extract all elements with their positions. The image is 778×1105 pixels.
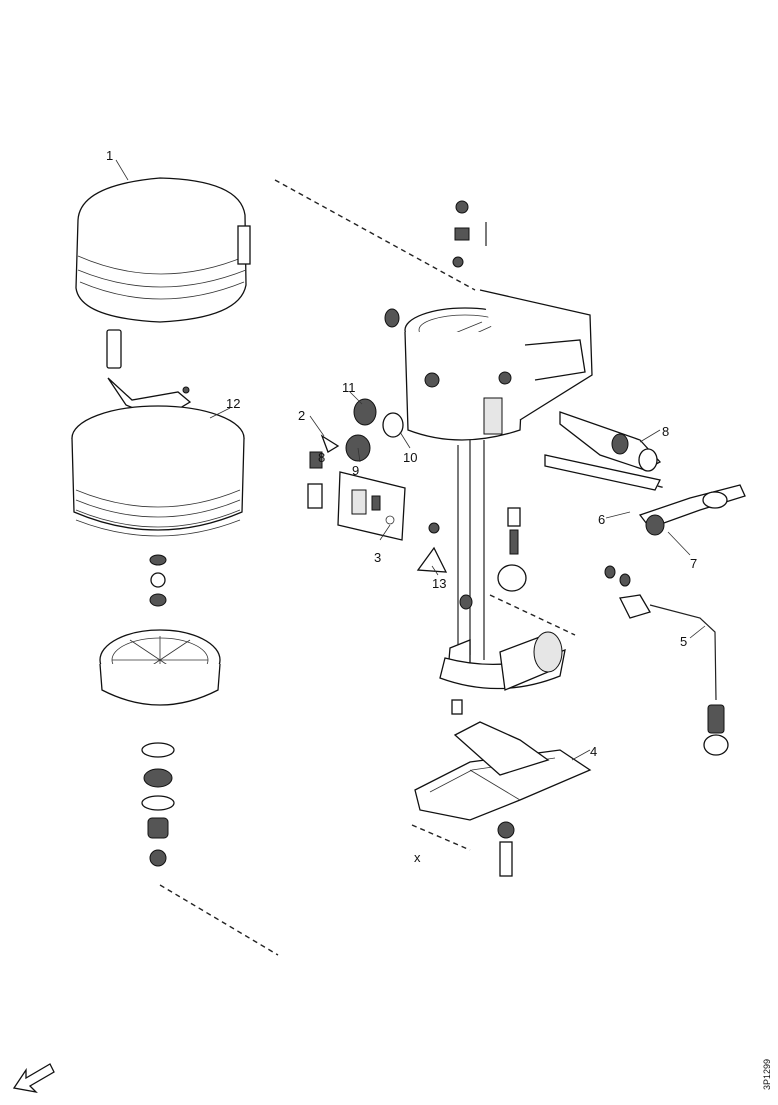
- part-washers-upper: [149, 554, 167, 607]
- part-motor: [439, 594, 566, 691]
- part-top-screws: [384, 200, 487, 328]
- part-bowl: [71, 405, 245, 537]
- part-drive-shaft: [457, 440, 527, 660]
- part-right-shaft-assembly: [544, 411, 746, 536]
- part-mounting-plate: [337, 471, 406, 541]
- callout-8: 8: [662, 424, 669, 439]
- callout-8-small: 8: [318, 450, 325, 465]
- callout-7: 7: [690, 556, 697, 571]
- leader-lines: [115, 159, 706, 761]
- drawing-code: 3P1299: [762, 1059, 772, 1090]
- callout-4: 4: [590, 744, 597, 759]
- callout-5: 5: [680, 634, 687, 649]
- part-cord-switch: [604, 565, 729, 756]
- callout-2: 2: [298, 408, 305, 423]
- part-base: [414, 699, 592, 877]
- part-impeller: [99, 629, 221, 706]
- guide-line-motor: [489, 594, 576, 636]
- callout-12: 12: [226, 396, 240, 411]
- callout-x: x: [414, 850, 421, 865]
- orientation-arrow-icon: [12, 1063, 55, 1094]
- callout-10: 10: [403, 450, 417, 465]
- callout-6: 6: [598, 512, 605, 527]
- callout-13: 13: [432, 576, 446, 591]
- callout-3: 3: [374, 550, 381, 565]
- part-small-gears: [307, 398, 404, 509]
- callout-9: 9: [352, 463, 359, 478]
- part-washers-lower: [141, 742, 175, 867]
- callout-1: 1: [106, 148, 113, 163]
- part-housing: [404, 289, 593, 441]
- guide-line-top: [274, 179, 476, 291]
- callout-11: 11: [342, 380, 356, 395]
- guide-line-base: [411, 824, 471, 851]
- part-lid: [75, 177, 251, 323]
- guide-line-bottom: [159, 884, 279, 956]
- part-triangle-clip: [416, 522, 448, 573]
- callout-labels: 1 12 2 11 9 10 3 13 8 6 7 5 4 x 8: [106, 148, 697, 865]
